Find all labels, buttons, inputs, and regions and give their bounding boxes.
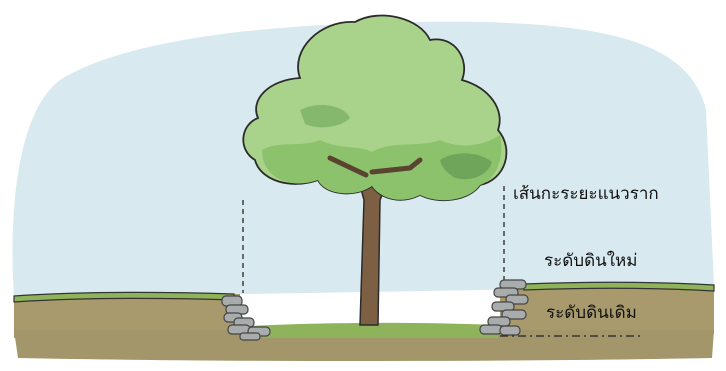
original-soil-level-label: ระดับดินเดิม xyxy=(546,305,637,322)
new-soil-level-label: ระดับดินใหม่ xyxy=(544,253,637,270)
stone-wall-left xyxy=(222,296,270,340)
root-spread-line-label: เส้นกะระยะแนวราก xyxy=(513,186,659,203)
